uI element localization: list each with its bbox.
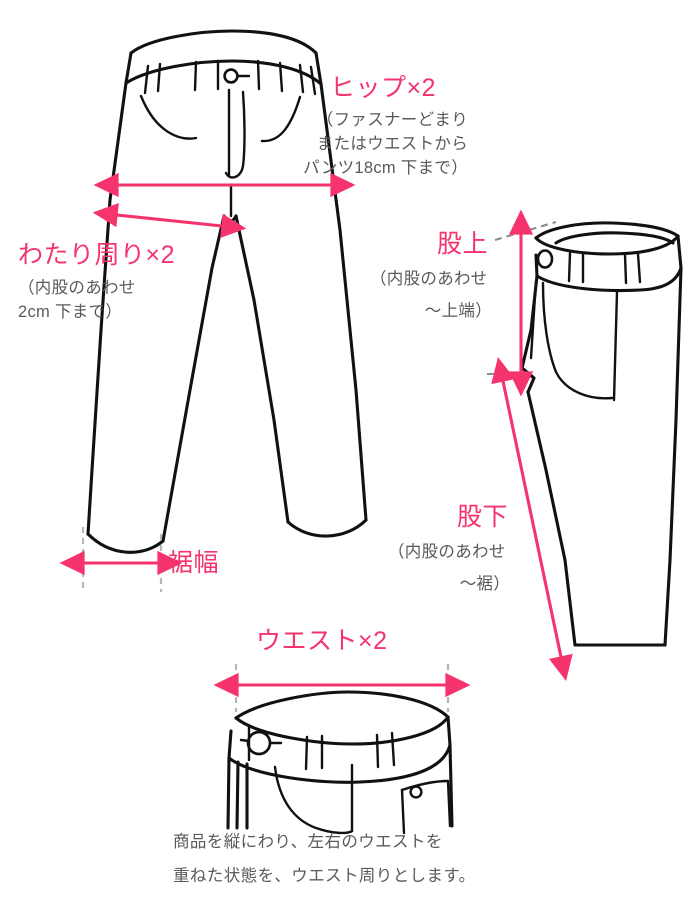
- caption-line-2: 重ねた状態を、ウエスト周りとします。: [173, 867, 476, 885]
- hip-label-note-line-1: （ファスナーどまり: [316, 111, 468, 129]
- hip-label-note-line-2: またはウエストから: [316, 135, 468, 153]
- inseam-label-note-line-1: （内股のあわせ: [388, 543, 506, 561]
- rise-label-note-line-2: ～上端）: [424, 302, 492, 320]
- thigh-label-note-line-2: 2cm 下まで）: [18, 303, 123, 321]
- inseam-measure-arrow: [491, 357, 573, 681]
- waist-view-illustration: [226, 690, 454, 830]
- side-pants-details: [529, 249, 642, 402]
- rise-label-title: 股上: [437, 230, 489, 258]
- hem-width-guides: [81, 527, 163, 592]
- waist-label-title: ウエスト×2: [256, 627, 388, 655]
- hip-label-title: ヒップ×2: [330, 74, 437, 102]
- hem-width-label-title: 裾幅: [168, 549, 220, 577]
- waist-view-details: [239, 724, 452, 835]
- thigh-label-note-line-1: （内股のあわせ: [18, 279, 136, 297]
- thigh-label-title: わたり周り×2: [18, 241, 176, 269]
- inseam-label-note-line-2: ～裾）: [459, 575, 510, 593]
- rise-label-note-line-1: （内股のあわせ: [370, 270, 488, 288]
- hip-label-note-line-3: パンツ18cm 下まで）: [303, 159, 468, 177]
- inseam-label-title: 股下: [457, 503, 509, 531]
- caption-line-1: 商品を縦にわり、左右のウエストを: [173, 833, 443, 851]
- thigh-measure-arrow: [92, 203, 247, 238]
